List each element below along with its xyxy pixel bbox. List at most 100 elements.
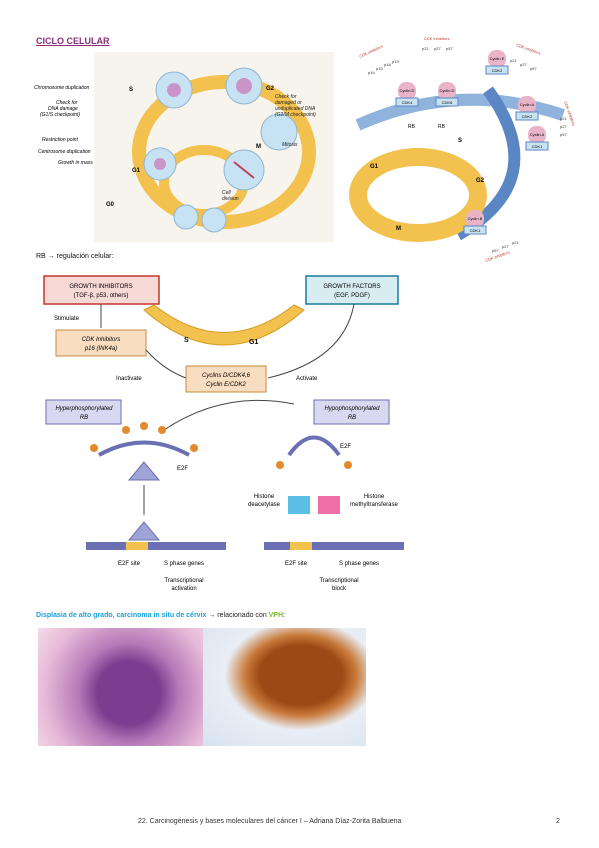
outcome-label: Transcriptional <box>164 578 203 584</box>
phase-ring <box>349 148 487 242</box>
inhibitor-name: p27 <box>434 46 441 51</box>
outcome-label: Transcriptional <box>319 578 358 584</box>
e2f-site-left <box>126 542 148 550</box>
relation-text: → relacionado con <box>206 612 269 619</box>
phosphate <box>90 444 98 452</box>
cell-g1-nucleus <box>154 158 166 170</box>
cdk-cycle-figure: G1 S G2 M Cyclin D CDK4 Cyclin D CDK6 Cy… <box>349 36 577 263</box>
cell-prophase <box>260 113 298 151</box>
complex-label: Cyclin B <box>468 216 483 221</box>
inhibitor-name: p57 <box>492 248 499 253</box>
box-label: CDK Inhibitors <box>82 337 121 343</box>
rb-label: RB <box>438 124 446 130</box>
inhibitor-name: p57 <box>560 132 567 137</box>
e2f-site-right <box>290 542 312 550</box>
activate-label: Activate <box>296 376 318 382</box>
phase-label: G0 <box>106 202 115 208</box>
outcome-label: block <box>332 586 347 592</box>
outcome-label: activation <box>171 586 196 592</box>
complex-label: CDK2 <box>522 114 533 119</box>
inhibitor-name: p27 <box>560 124 567 129</box>
cyclin-a-bubble <box>518 96 536 114</box>
inhibitor-group-label: CDK inhibitors <box>563 101 576 127</box>
complex-label: CDK6 <box>442 100 453 105</box>
annotation: damaged or <box>275 100 302 106</box>
box-label: RB <box>80 415 88 421</box>
complex-label: CDK1 <box>470 228 481 233</box>
inhibitor-name: p27 <box>502 244 509 249</box>
annotation: Check for <box>275 94 297 100</box>
annotation: Chromosome duplication <box>34 85 90 91</box>
page-number: 2 <box>556 818 560 825</box>
cdk1-box <box>525 141 549 151</box>
box-label: GROWTH INHIBITORS <box>69 284 132 290</box>
daughter-cell-1 <box>173 204 199 230</box>
cdk2-box <box>485 65 509 75</box>
complex-label: CDK4 <box>402 100 413 105</box>
site-label: E2F site <box>285 561 308 567</box>
annotation: Cell <box>222 190 231 196</box>
inhibitor-name: p15 <box>376 66 383 71</box>
annotation: DNA damage <box>48 106 78 112</box>
inhibitor-group-label: CDK inhibitors <box>358 44 383 59</box>
phase-label: G1 <box>249 339 258 346</box>
cyclin-e-bubble <box>488 50 506 68</box>
annotation: unduplicated DNA <box>275 106 316 112</box>
inhibitor-group-label: CDK inhibitors <box>516 42 542 55</box>
dna-bar-left <box>86 542 226 550</box>
cell-g2-nucleus <box>236 78 252 94</box>
complex-label: Cyclin A <box>520 102 535 107</box>
box-label: RB <box>348 415 356 421</box>
he-stain-image <box>38 628 203 746</box>
phase-label: G2 <box>266 86 275 92</box>
box-label: Hyperphosphorylated <box>55 406 113 412</box>
phase-label: G2 <box>476 178 485 184</box>
cyclin-d2-bubble <box>438 82 456 100</box>
cell-division-label: Cell division <box>222 190 239 202</box>
inhibitor-group-label: CDK inhibitors <box>424 36 450 41</box>
deacetylase-shape <box>288 496 310 514</box>
box-label: Cyclin E/CDK2 <box>206 382 246 388</box>
annotation: (G1/S checkpoint) <box>40 112 80 118</box>
hyper-box <box>45 399 122 425</box>
inactivate-label: Inactivate <box>116 376 142 382</box>
enzyme-label: Histone <box>254 494 275 500</box>
cdk2b-box <box>515 111 539 121</box>
growth-inhibitors-box <box>43 275 160 305</box>
enzyme-label: Histone <box>364 494 385 500</box>
phase-label: G1 <box>132 168 141 174</box>
phosphate <box>344 461 352 469</box>
cdk6-box <box>435 97 459 107</box>
chromosomes <box>233 161 255 179</box>
arrow-activate <box>267 303 355 379</box>
vph-line: Displasia de alto grado, carcinoma in si… <box>36 612 285 619</box>
vph-text: VPH <box>268 612 284 619</box>
inhibitor-name: p57 <box>530 66 537 71</box>
genes-label: S phase genes <box>339 561 379 567</box>
cdk1b-box <box>463 225 487 235</box>
blue-arrow-top <box>355 93 565 131</box>
methyltransferase-shape <box>318 496 340 514</box>
cyclin-a2-bubble <box>528 126 546 144</box>
phosphate <box>276 461 284 469</box>
cell-s-nucleus <box>167 83 181 97</box>
dysplasia-text: Displasia de alto grado, carcinoma in si… <box>36 612 207 619</box>
page-title: CICLO CELULAR <box>36 36 110 46</box>
phase-label: S <box>184 337 189 344</box>
inhibitor-name: p21 <box>510 58 517 63</box>
box-label: Cyclins D/CDK4,6 <box>202 373 251 379</box>
dna-bar-right <box>264 542 404 550</box>
phase-label: S <box>458 138 462 144</box>
inhibitor-name: p27 <box>520 62 527 67</box>
annotation: Restriction point <box>42 137 78 143</box>
arrow-phosphorylation <box>163 399 295 431</box>
cyclin-d-bubble <box>398 82 416 100</box>
rb-regulation-diagram: GROWTH INHIBITORS (TGF-β, p53, others) G… <box>43 275 404 592</box>
phosphate <box>158 426 166 434</box>
annotation: Growth in mass <box>58 160 93 166</box>
enzyme-label: methyltransferase <box>350 502 398 508</box>
stimulate-label: Stimulate <box>54 316 80 322</box>
box-label: GROWTH FACTORS <box>323 284 380 290</box>
arrow-inactivate <box>145 349 187 379</box>
box-label: p16 (INK4a) <box>84 346 117 352</box>
